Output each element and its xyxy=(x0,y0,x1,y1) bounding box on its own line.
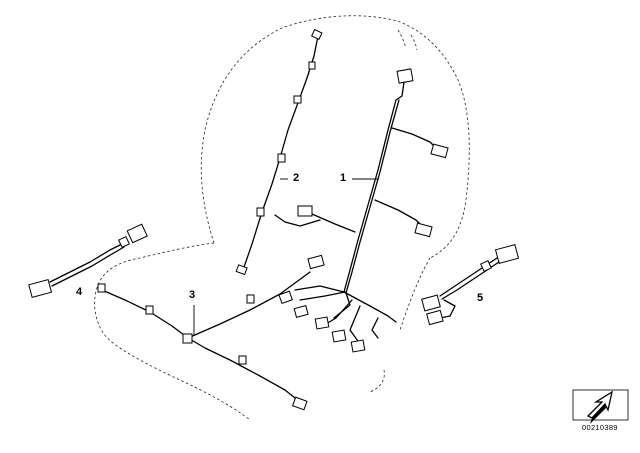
callout-1: 1 xyxy=(340,172,347,184)
callout-3: 3 xyxy=(189,289,196,301)
callout-4: 4 xyxy=(76,286,83,298)
harness-3 xyxy=(97,254,325,411)
harness-4 xyxy=(28,223,148,298)
connector-icon xyxy=(396,68,414,84)
connector-icon xyxy=(494,244,520,264)
leader-lines xyxy=(193,178,378,336)
connector-icon xyxy=(28,279,53,298)
harness-2 xyxy=(235,28,323,276)
harness-5 xyxy=(421,244,520,326)
callout-2: 2 xyxy=(293,172,300,184)
diagram-number: 00210389 xyxy=(582,423,618,432)
connector-icon xyxy=(311,28,323,40)
callout-5: 5 xyxy=(477,292,484,304)
direction-arrow-icon xyxy=(572,389,629,424)
seat-outline-icon xyxy=(94,15,470,421)
harness-1 xyxy=(274,68,449,353)
